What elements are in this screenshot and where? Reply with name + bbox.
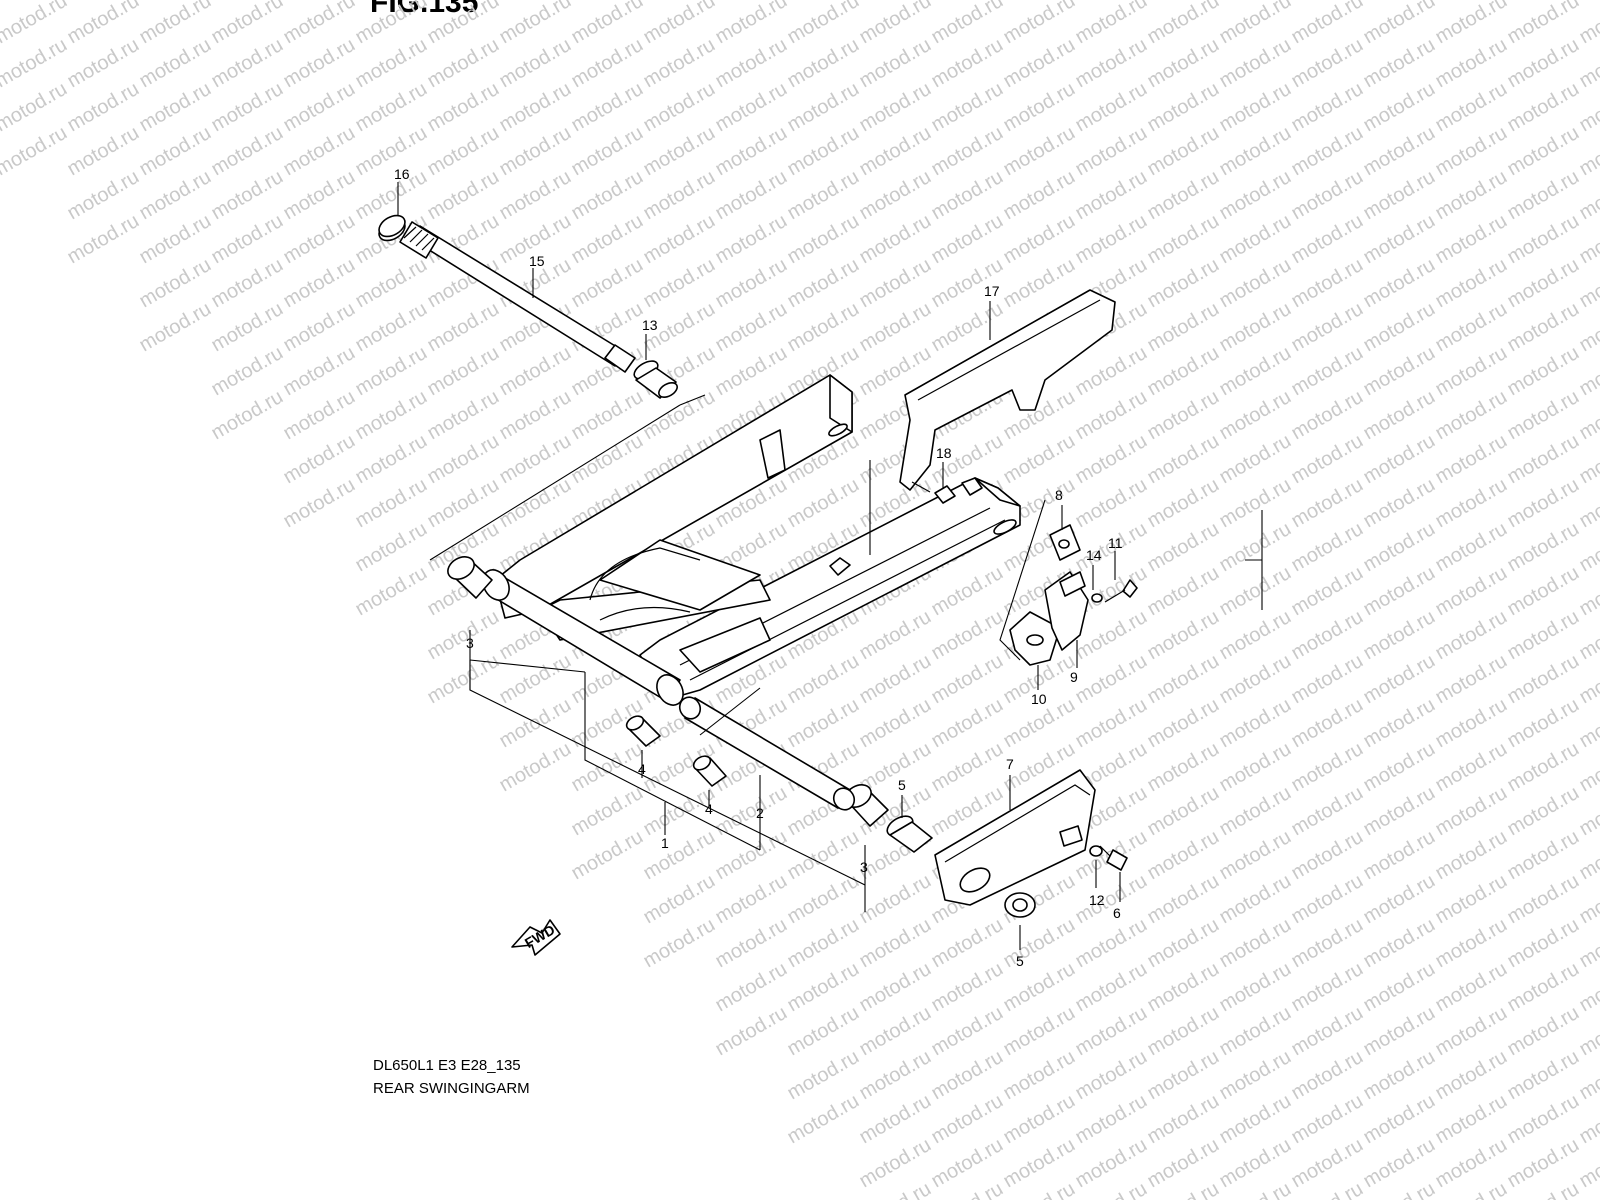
callout-16: 14 xyxy=(1086,547,1102,563)
spacer-lower xyxy=(886,815,933,853)
figure-label: FIG.135 xyxy=(370,0,479,19)
washer-16 xyxy=(1091,593,1103,603)
callout-4-left: 4 xyxy=(638,761,646,777)
callouts: 16 15 13 17 18 8 14 11 9 10 3 4 4 2 1 3 … xyxy=(394,166,1123,969)
callout-1: 1 xyxy=(661,835,669,851)
callout-17: 17 xyxy=(984,283,1000,299)
callout-3-right: 3 xyxy=(860,859,868,875)
nut-8 xyxy=(1004,892,1036,918)
chain-cover xyxy=(899,289,1116,491)
bolt-18 xyxy=(911,481,956,504)
needle-bearing-2 xyxy=(692,755,727,787)
chain-buffer xyxy=(934,769,1096,906)
callout-9: 7 xyxy=(1006,756,1014,772)
diagram-title: REAR SWINGINGARM xyxy=(373,1080,530,1097)
guide-13 xyxy=(1044,571,1089,651)
bolt-15 xyxy=(1104,579,1138,603)
needle-bearing-1 xyxy=(625,715,661,747)
callout-5-upper: 13 xyxy=(642,317,658,333)
callout-8: 5 xyxy=(1016,953,1024,969)
callout-11: 12 xyxy=(1089,892,1105,908)
callout-10: 6 xyxy=(1113,905,1121,921)
callout-15: 11 xyxy=(1108,535,1123,551)
callout-2: 2 xyxy=(756,805,764,821)
pad-14 xyxy=(1049,524,1081,561)
spacer-upper xyxy=(633,360,678,399)
bolt-10 xyxy=(1099,845,1128,871)
swingarm xyxy=(482,374,1021,706)
callout-6: 15 xyxy=(529,253,545,269)
callout-4-right: 4 xyxy=(705,801,713,817)
callout-3-left: 3 xyxy=(466,635,474,651)
callout-7: 16 xyxy=(394,166,410,182)
model-code: DL650L1 E3 E28_135 xyxy=(373,1057,521,1074)
callout-5-lower: 5 xyxy=(898,777,906,793)
watermark-text: motod.ru xyxy=(1576,0,1600,4)
washer-11 xyxy=(1089,845,1103,857)
fwd-arrow: FWD xyxy=(511,919,561,956)
pivot-nut xyxy=(378,214,406,242)
bearing-left xyxy=(447,556,493,599)
callout-14: 8 xyxy=(1055,487,1063,503)
pivot-shaft xyxy=(399,221,636,373)
guide-plate-12 xyxy=(1009,611,1061,666)
callout-13: 9 xyxy=(1070,669,1078,685)
leader-lines xyxy=(397,182,1263,950)
callout-12: 10 xyxy=(1031,691,1047,707)
callout-18: 18 xyxy=(936,445,952,461)
spacer-tube xyxy=(678,696,856,811)
